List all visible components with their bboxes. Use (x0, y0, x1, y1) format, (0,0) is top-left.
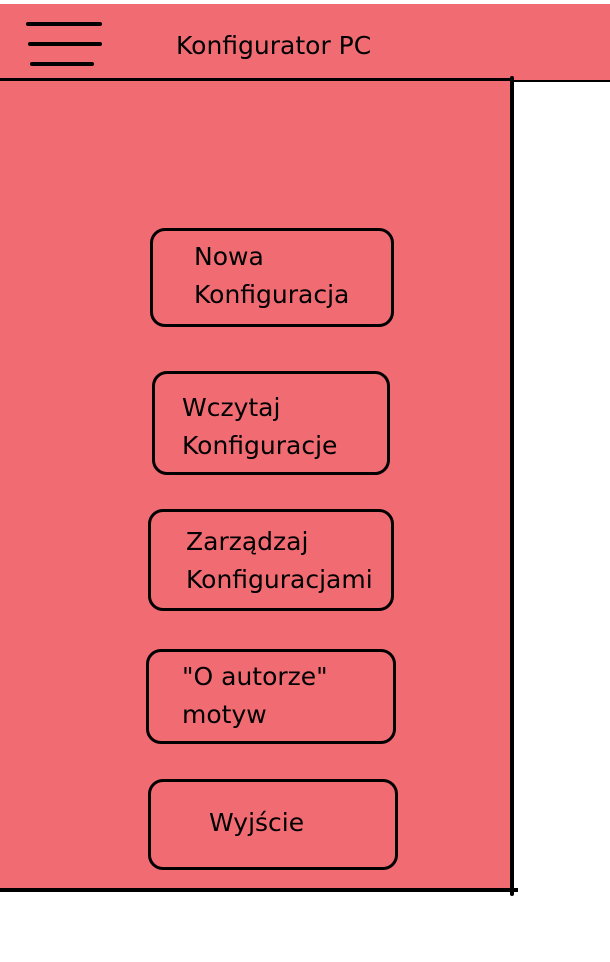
header-divider-extension (512, 80, 610, 82)
hamburger-menu-icon[interactable] (26, 20, 104, 68)
new-configuration-button[interactable]: Nowa Konfiguracja (150, 228, 394, 327)
exit-button[interactable]: Wyjście (148, 779, 398, 870)
panel-bottom-border (0, 888, 518, 892)
exit-label: Wyjście (209, 808, 305, 837)
manage-configurations-button[interactable]: Zarządzaj Konfiguracjami (148, 509, 394, 611)
hamburger-bar-top (26, 22, 102, 26)
new-configuration-label: Nowa Konfiguracja (194, 242, 350, 309)
header-divider (0, 78, 512, 81)
hamburger-bar-bottom (30, 62, 94, 66)
page-title: Konfigurator PC (176, 31, 372, 60)
about-author-theme-button[interactable]: "O autorze" motyw (146, 649, 396, 744)
load-configuration-label: Wczytaj Konfiguracje (182, 393, 338, 460)
about-author-theme-label: "O autorze" motyw (182, 662, 328, 729)
main-menu-panel: Nowa Konfiguracja Wczytaj Konfiguracje Z… (0, 81, 514, 891)
hamburger-bar-middle (28, 42, 102, 46)
panel-right-border (510, 76, 514, 896)
manage-configurations-label: Zarządzaj Konfiguracjami (186, 527, 373, 594)
load-configuration-button[interactable]: Wczytaj Konfiguracje (152, 371, 390, 475)
app-header: Konfigurator PC (0, 4, 610, 80)
